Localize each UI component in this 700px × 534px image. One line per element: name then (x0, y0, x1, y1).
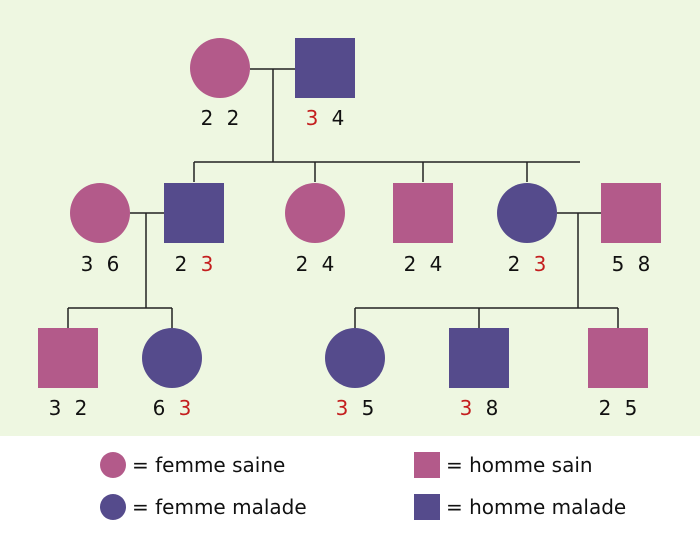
g3-daughter-1 (142, 328, 202, 388)
legend-male-affected: = homme malade (414, 492, 626, 522)
g2-daughter-2 (497, 183, 557, 243)
female-affected-symbol (100, 494, 126, 520)
g2-daughter-1 (285, 183, 345, 243)
g2-son-1 (164, 183, 224, 243)
g3-daughter-2 (325, 328, 385, 388)
g1-mother (190, 38, 250, 98)
legend-female-affected: = femme malade (100, 492, 307, 522)
legend-female-healthy-label: = femme saine (132, 453, 286, 477)
g2-son-2 (393, 183, 453, 243)
male-healthy-symbol (414, 452, 440, 478)
g3-son-1 (38, 328, 98, 388)
g1-father (295, 38, 355, 98)
male-affected-symbol (414, 494, 440, 520)
g2-spouse-a (70, 183, 130, 243)
legend-male-healthy: = homme sain (414, 450, 593, 480)
legend-female-affected-label: = femme malade (132, 495, 307, 519)
female-healthy-symbol (100, 452, 126, 478)
g2-spouse-b (601, 183, 661, 243)
g3-son-2 (449, 328, 509, 388)
pedigree-lines (67, 68, 619, 328)
legend-female-healthy: = femme saine (100, 450, 285, 480)
legend-male-affected-label: = homme malade (446, 495, 627, 519)
legend-male-healthy-label: = homme sain (446, 453, 593, 477)
g3-son-3 (588, 328, 648, 388)
